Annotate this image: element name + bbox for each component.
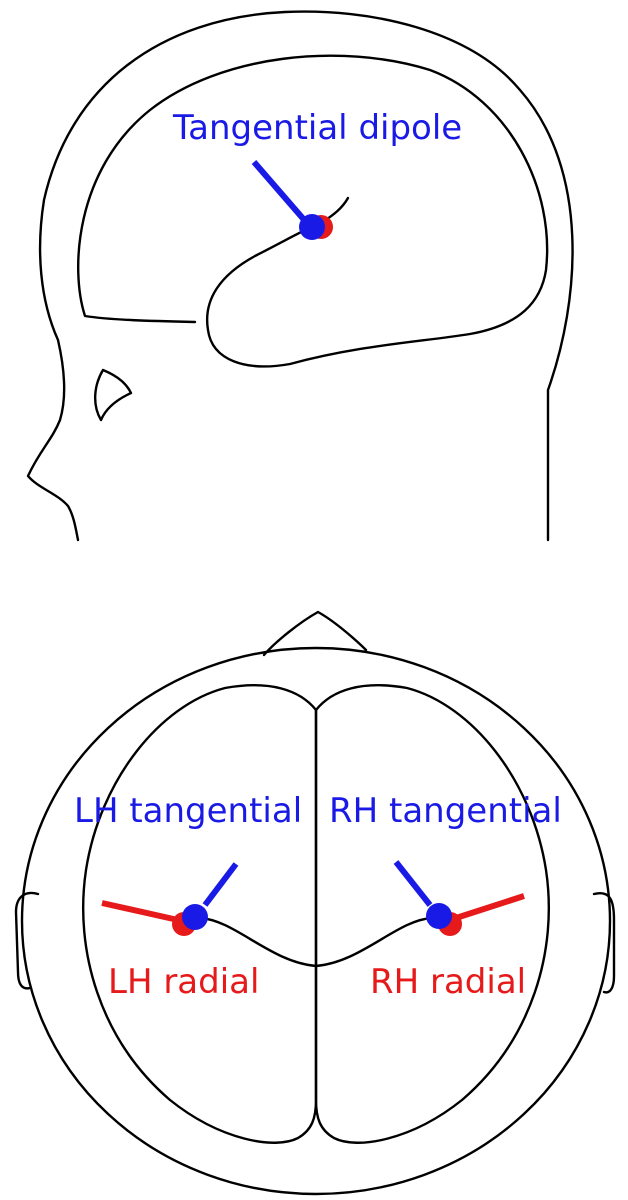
lh-radial-label: LH radial — [108, 962, 259, 1002]
axial-view: LH tangential RH tangential LH radial RH… — [14, 610, 616, 1196]
left-hemisphere-outline — [82, 684, 318, 1144]
head-profile-outline — [26, 10, 574, 542]
sagittal-view: Tangential dipole — [26, 10, 574, 542]
right-ear — [592, 891, 616, 994]
lh-tangential-stem — [202, 862, 239, 907]
lh-dipole — [101, 862, 239, 936]
right-hemisphere-outline — [314, 684, 550, 1144]
left-ear — [14, 891, 40, 990]
rh-radial-label: RH radial — [370, 962, 526, 1002]
rh-tangential-label: RH tangential — [329, 791, 562, 831]
sagittal-tangential-dipole — [251, 160, 333, 240]
tangential-dipole-stem — [251, 160, 309, 224]
head-outline — [20, 646, 612, 1196]
eye-outline — [94, 368, 133, 422]
rh-tangential-stem — [393, 860, 433, 907]
lh-tangential-label: LH tangential — [74, 791, 302, 831]
rh-tangential-source — [426, 903, 452, 929]
brain-outline — [77, 54, 549, 368]
nose-outline — [262, 610, 368, 657]
lh-radial-stem — [101, 900, 179, 923]
axial-central-sulcus — [198, 916, 434, 968]
lh-tangential-source — [182, 904, 208, 930]
tangential-dipole-label: Tangential dipole — [172, 108, 462, 148]
rh-dipole — [393, 860, 525, 936]
rh-radial-stem — [455, 893, 525, 921]
tangential-dipole-blue-source — [299, 214, 325, 240]
